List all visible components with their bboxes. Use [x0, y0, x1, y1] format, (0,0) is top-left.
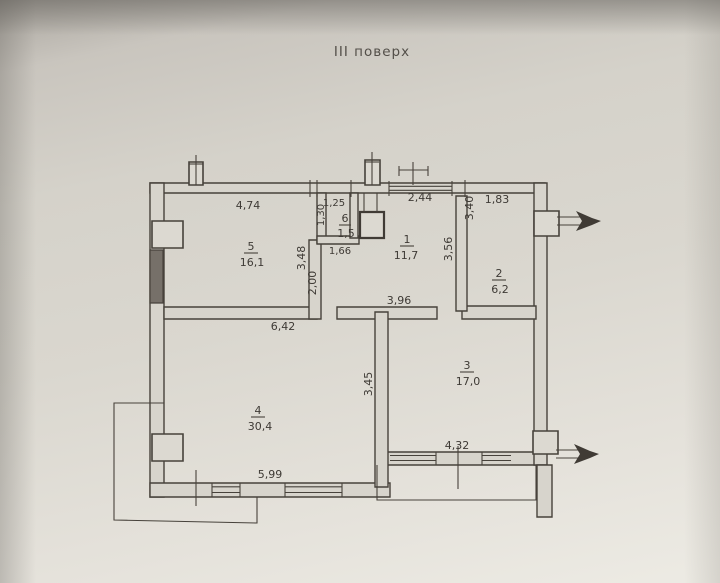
- room1-number: 1: [404, 233, 411, 246]
- dimension-labels: 4,74 1,25 2,44 1,83 3,40 1,30 1,66 3,56 …: [236, 191, 510, 481]
- mid-wall-right: [462, 306, 536, 319]
- dim-hall-passage: 1,66: [329, 246, 351, 257]
- dim-room2-depth: 3,40: [463, 196, 476, 221]
- dim-room2-width: 1,83: [485, 193, 510, 206]
- floor-caption: ІІІ поверх: [334, 44, 410, 60]
- dim-room6-depth: 1,30: [316, 204, 327, 226]
- right-wall-stub: [537, 465, 552, 517]
- exit-arrow-icon-top: [557, 211, 601, 231]
- room3-number: 3: [464, 359, 471, 372]
- right-door-box-bottom: [533, 431, 558, 454]
- bottom-wall-left: [150, 483, 390, 497]
- balcony-outline-left: [114, 403, 257, 523]
- room3-area: 17,0: [456, 375, 481, 388]
- dim-hall-depth: 2,00: [306, 271, 319, 296]
- dim-room1-depth: 3,56: [442, 237, 455, 262]
- room2-number: 2: [496, 267, 503, 280]
- room-labels: 1 11,7 2 6,2 3 17,0 4 30,4 5 16,1 6 1,5: [240, 212, 509, 433]
- balcony-outline-right: [377, 465, 536, 500]
- room3-room4-wall: [375, 312, 388, 487]
- vent-shaft: [360, 212, 384, 238]
- room6-right-wall: [350, 193, 358, 238]
- room6-area: 1,5: [337, 227, 355, 240]
- room6-number: 6: [342, 212, 349, 225]
- room5-number: 5: [248, 240, 255, 253]
- room5-hall-wall: [309, 240, 321, 319]
- dim-room1-width: 3,96: [387, 294, 412, 307]
- right-door-box-top: [534, 211, 559, 236]
- top-wall: [150, 183, 545, 193]
- room5-area: 16,1: [240, 256, 265, 269]
- wall-outlines: [114, 152, 601, 523]
- dim-room3-depth: 3,45: [362, 372, 375, 397]
- mid-wall-left: [164, 307, 317, 319]
- dim-room3-window: 4,32: [445, 439, 470, 452]
- room6-bottom-wall: [317, 236, 359, 244]
- dim-room4-window: 5,99: [258, 468, 283, 481]
- dim-entry-window: 2,44: [408, 191, 433, 204]
- room1-room2-wall: [456, 196, 467, 311]
- left-wall-shaded-column: [150, 250, 163, 303]
- bottom-wall-right: [377, 452, 545, 465]
- left-pilaster-bottom: [152, 434, 183, 461]
- exit-arrow-icon-bottom: [556, 444, 599, 464]
- room2-area: 6,2: [491, 283, 509, 296]
- dim-room5-width: 4,74: [236, 199, 261, 212]
- dim-room5-depth: 3,48: [295, 246, 308, 271]
- room4-number: 4: [255, 404, 262, 417]
- room4-area: 30,4: [248, 420, 273, 433]
- dim-room6-width: 1,25: [323, 198, 345, 209]
- left-pilaster-top: [152, 221, 183, 248]
- dim-room4-width: 6,42: [271, 320, 296, 333]
- room1-area: 11,7: [394, 249, 419, 262]
